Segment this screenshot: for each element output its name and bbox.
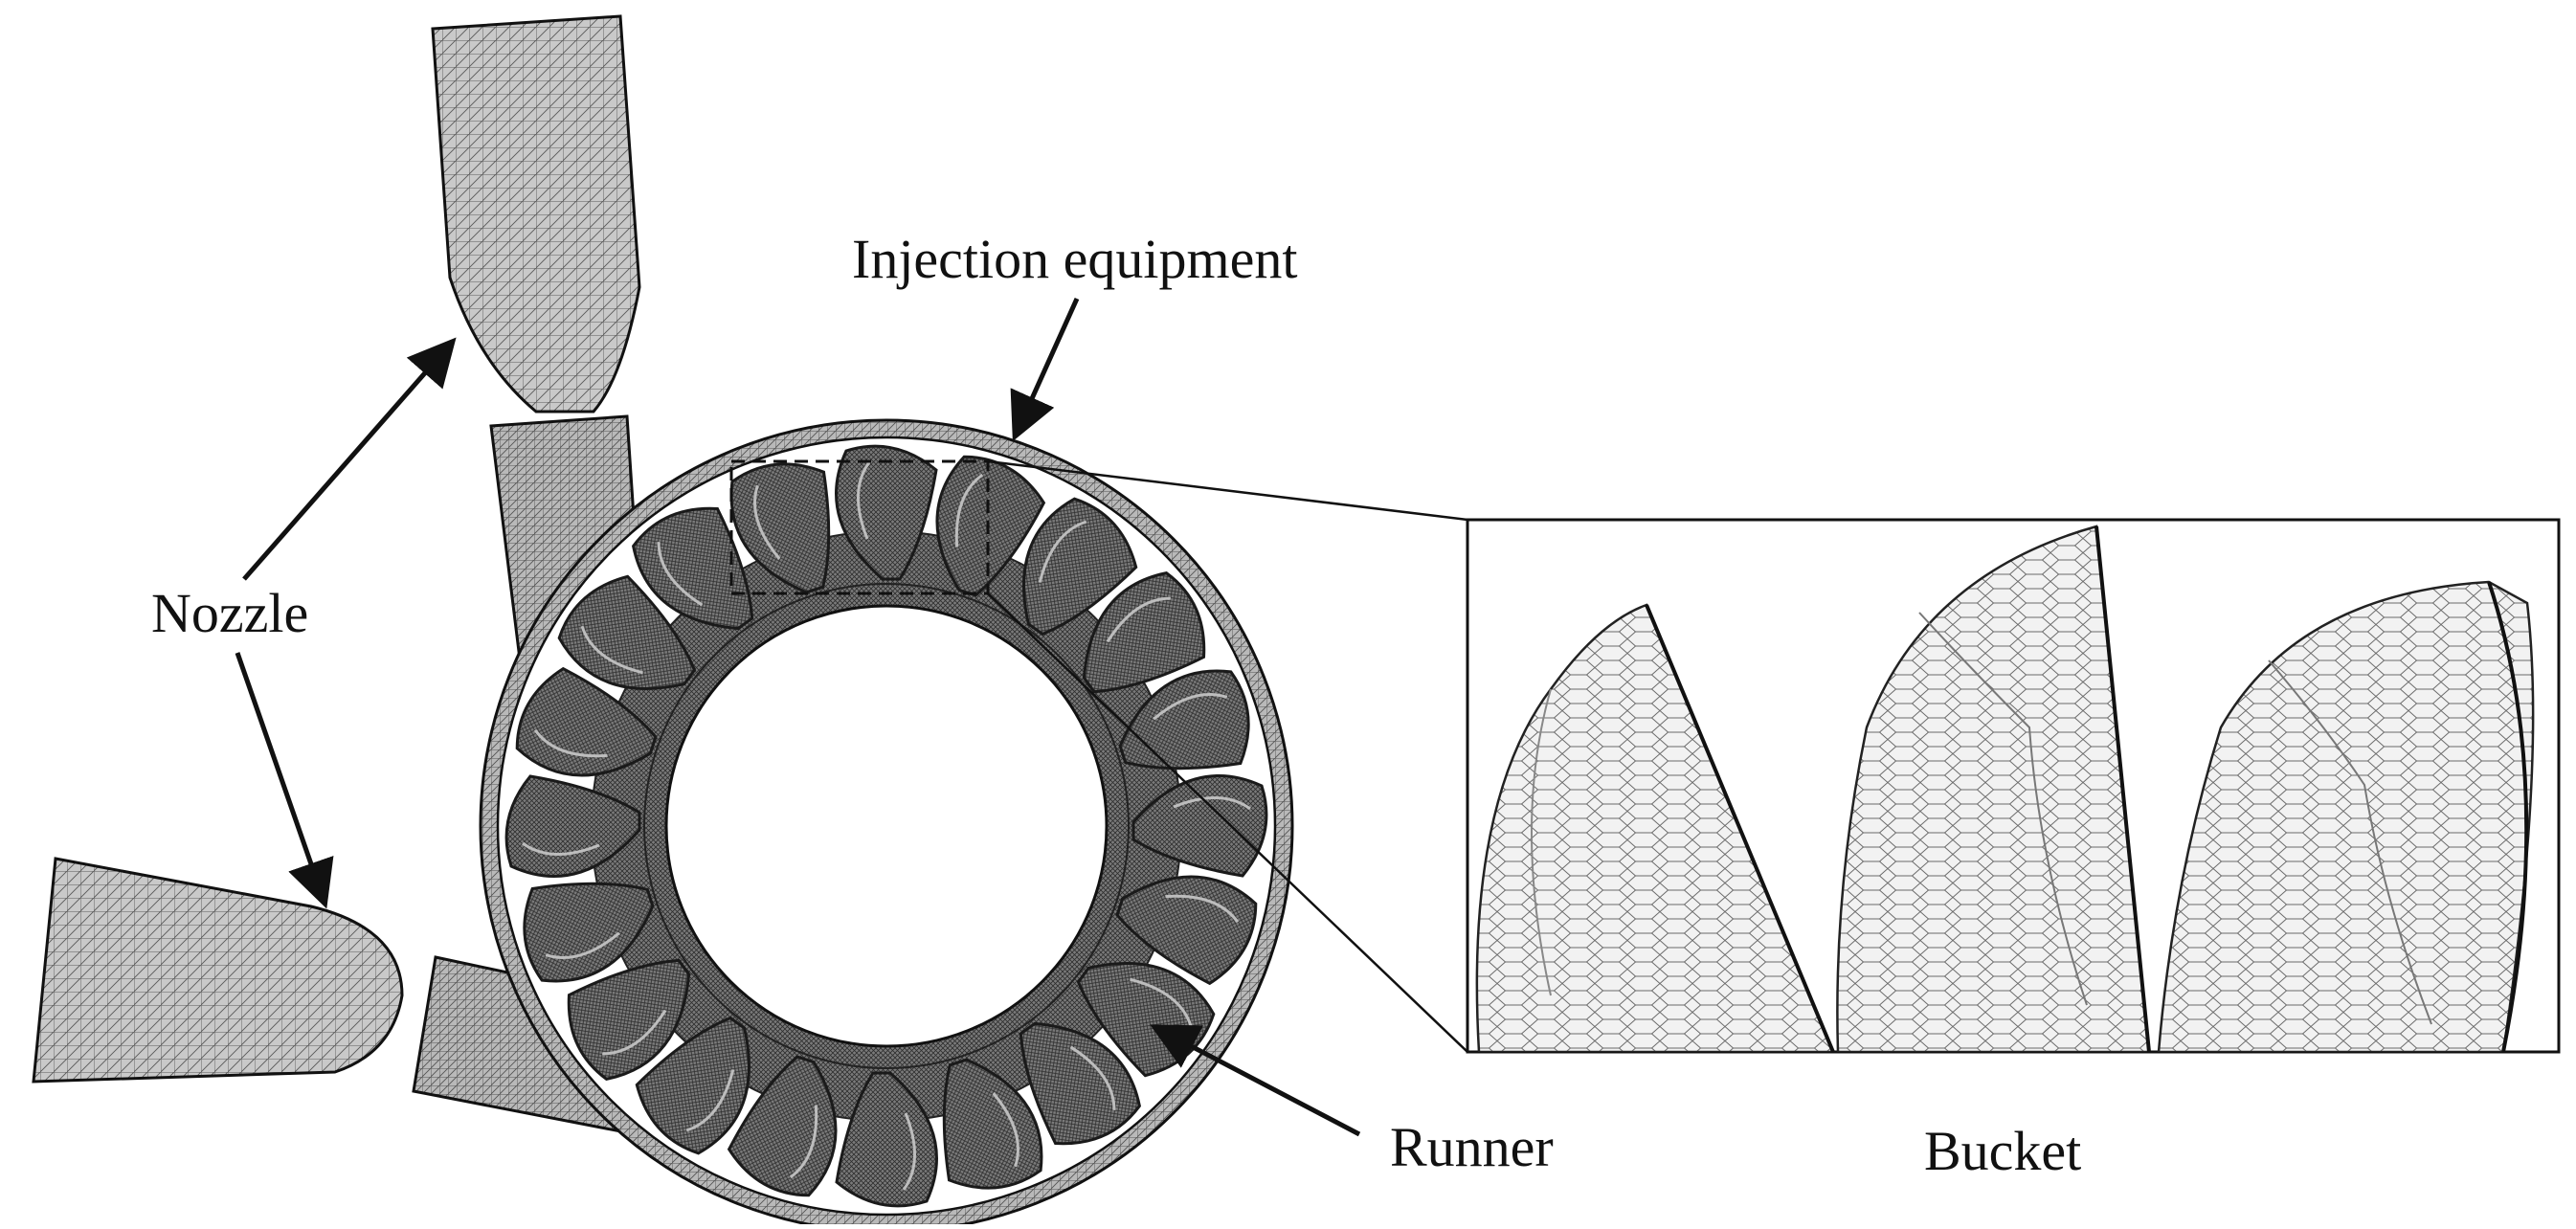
runner-bucket	[557, 574, 697, 690]
runner-bucket	[942, 1058, 1043, 1190]
label-runner: Runner	[1390, 1116, 1554, 1178]
runner-bucket	[729, 462, 831, 594]
runner-bucket	[935, 455, 1046, 597]
arrows	[235, 297, 1361, 1137]
zoom-region-box	[729, 459, 990, 595]
label-injection-equipment: Injection equipment	[852, 228, 1297, 290]
injection-equipment-arrow	[1010, 297, 1080, 442]
runner-arrow	[1150, 1024, 1361, 1137]
nozzle-arrow-upper	[242, 337, 457, 581]
runner-bucket	[504, 774, 641, 878]
runner-bucket	[835, 444, 938, 581]
label-bucket: Bucket	[1924, 1120, 2081, 1182]
runner-bucket	[727, 1055, 838, 1197]
runner-bucket	[567, 958, 691, 1081]
runner-bucket	[1082, 571, 1206, 694]
runner-bucket	[1131, 774, 1268, 878]
nozzle-arrow-lower	[235, 652, 334, 909]
runner-bucket	[835, 1071, 938, 1208]
zoom-connector-top	[987, 459, 1468, 522]
runner-bucket	[1019, 1021, 1141, 1146]
zoom-connector-bottom	[987, 592, 1468, 1053]
runner-bucket	[1022, 497, 1138, 637]
runner-bucket	[632, 506, 754, 631]
runner-bucket	[1115, 875, 1258, 986]
bucket-inset	[1466, 518, 2561, 1054]
runner-bucket	[523, 882, 655, 983]
runner-bucket	[635, 1016, 750, 1155]
runner-bucket	[515, 666, 658, 777]
label-nozzle: Nozzle	[151, 582, 308, 644]
